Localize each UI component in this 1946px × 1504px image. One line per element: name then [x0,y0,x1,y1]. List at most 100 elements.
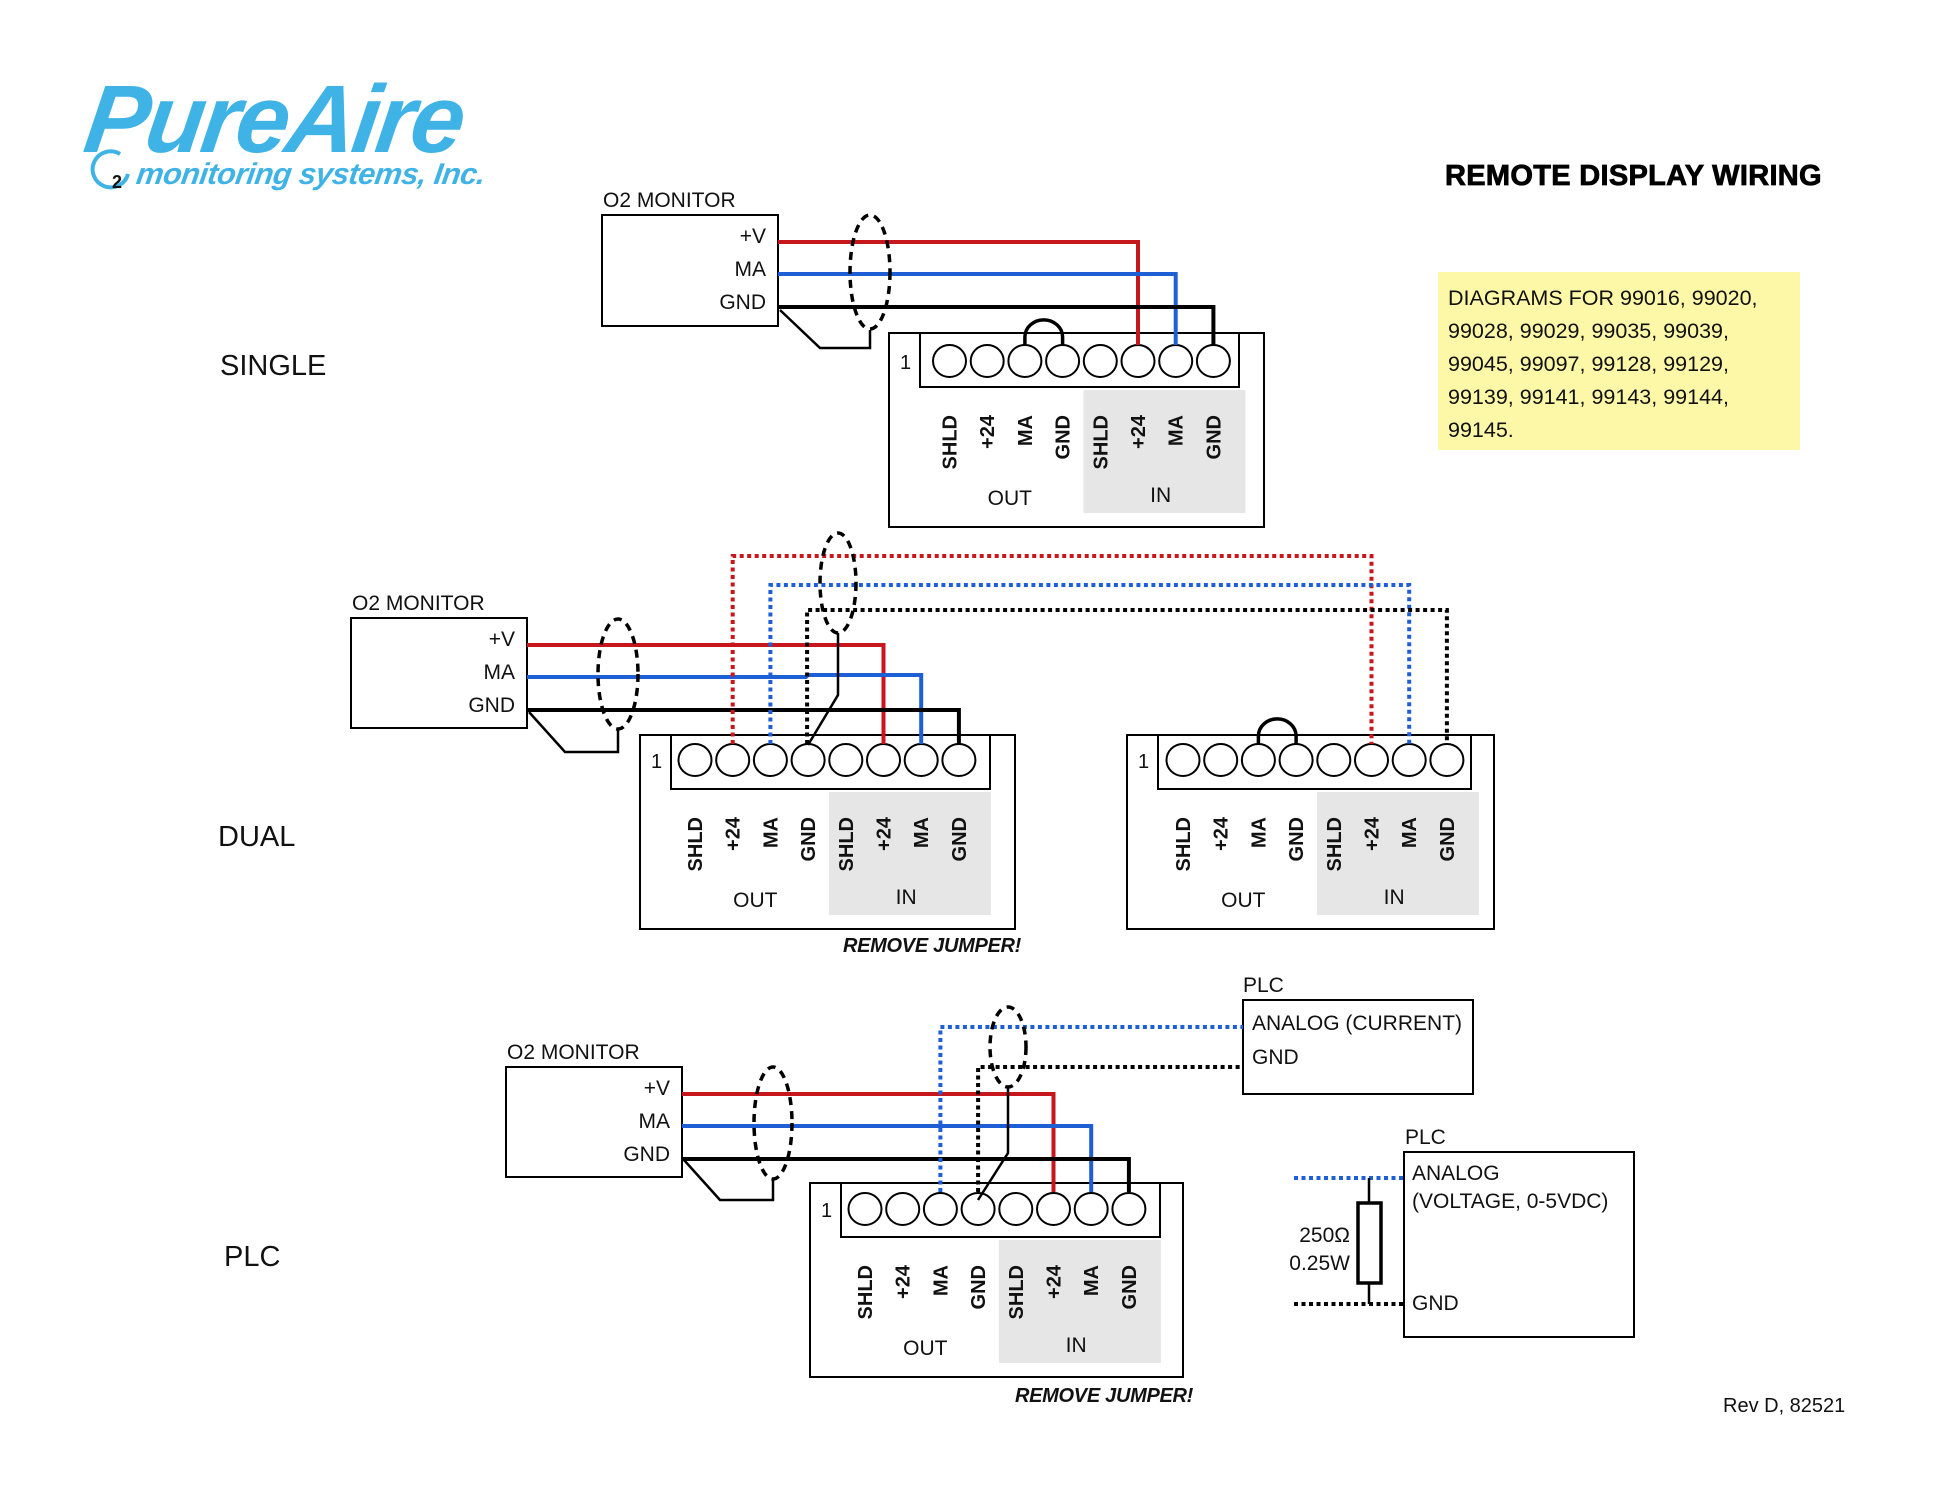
dual-terminal-screw-3 [752,743,788,777]
single-pin-label-3: MA [1015,415,1037,446]
dual-remote-terminal-screw-5 [1316,743,1352,777]
single-terminal-screw-2 [969,344,1005,378]
resistor-value-label: 250Ω [1299,1224,1350,1247]
dual-remote-pin-label-8: GND [1437,817,1459,861]
section-label-plc: PLC [224,1241,281,1273]
dual-remote-pin-label-4: GND [1286,817,1308,861]
dual-remote-terminal-screw-4 [1278,743,1314,777]
plc-terminal-screw-6 [1036,1192,1071,1226]
plc-voltage-gnd-label: GND [1412,1292,1459,1315]
dual-pin-label-4: GND [798,817,820,861]
dual-remote-terminal-screw-6 [1354,743,1389,777]
dual-pin-label-8: GND [949,817,971,861]
dual-remote-input-zone [1316,792,1479,915]
plc-pin-label-7: MA [1081,1265,1103,1296]
dual-pin-label-7: MA [911,817,933,848]
single-ground-wire [778,305,1216,345]
single-out-label: OUT [988,487,1033,510]
dual-chain-ground-wire [805,608,1449,744]
plc-pin-label-6: +24 [1044,1264,1066,1299]
dual-terminal-screw-6 [866,743,901,777]
plc-analog-shield-drain-wire [976,1087,1010,1201]
dual-terminal-screw-4 [790,743,826,777]
dual-remote-pin1-label: 1 [1138,751,1149,773]
dual-pin1-label: 1 [651,751,662,773]
single-input-zone [1083,390,1246,513]
resistor-symbol [1356,1201,1383,1285]
dual-remote-terminal-screw-2 [1203,743,1239,777]
dual-remote-jumper-wire [1256,717,1298,744]
plc-pin1-label: 1 [821,1200,832,1222]
single-jumper-wire [1023,318,1065,345]
plc-pin-label-1: SHLD [855,1265,877,1319]
resistor-power-label: 0.25W [1289,1252,1350,1275]
plc-terminal-screw-8 [1111,1192,1147,1226]
dual-terminal-screw-2 [715,743,751,777]
single-pin-label-5: SHLD [1090,415,1112,469]
plc-signal-wire [682,1124,1094,1192]
plc-shield-drain-wire [683,1159,775,1202]
single-pin-label-4: GND [1053,415,1075,459]
plc-in-label: IN [1066,1334,1087,1357]
single-in-label: IN [1150,484,1171,507]
dual-ground-wire [527,708,961,744]
plc-analog-cable-shield [988,1005,1028,1089]
single-signal-wire [778,272,1178,345]
plc-current-gnd-label: GND [1252,1046,1299,1069]
dual-remote-terminal-screw-3 [1240,743,1276,777]
plc-pin-label-5: SHLD [1006,1265,1028,1319]
plc-pin-label-2: +24 [893,1264,915,1299]
plc-cable-shield [752,1065,794,1181]
single-pin-label-6: +24 [1128,414,1150,449]
plc-voltage-range-label: (VOLTAGE, 0-5VDC) [1412,1190,1609,1213]
single-o2-monitor-box [601,214,779,327]
plc-terminal-screw-5 [998,1192,1034,1226]
dual-remote-out-label: OUT [1221,889,1266,912]
plc-monitor-terminal-v-label: +V [644,1077,670,1100]
dual-remote-pin-label-1: SHLD [1173,817,1195,871]
plc-current-analog-label: ANALOG (CURRENT) [1252,1012,1463,1035]
dual-monitor-terminal-gnd-label: GND [468,694,515,717]
plc-out-label: OUT [903,1337,948,1360]
dual-power-wire [527,643,886,744]
plc-pin-label-8: GND [1119,1265,1141,1309]
section-label-single: SINGLE [220,350,327,382]
plc-current-title: PLC [1243,974,1284,997]
brand-tagline: monitoring systems, Inc. [134,158,488,191]
dual-o2-monitor-label: O2 MONITOR [352,592,485,615]
dual-terminal-screw-7 [903,743,939,777]
dual-remote-terminal-screw-1 [1165,743,1201,777]
plc-terminal-screw-4 [960,1192,996,1226]
dual-remote-terminal-screw-8 [1429,743,1465,777]
single-power-wire [778,240,1140,345]
single-pin-label-7: MA [1166,415,1188,446]
dual-out-label: OUT [733,889,778,912]
dual-monitor-terminal-ma-label: MA [484,661,516,684]
single-cable-shield [848,213,892,331]
single-terminal-screw-6 [1120,344,1156,378]
dual-remote-in-label: IN [1384,886,1405,909]
plc-voltage-title: PLC [1405,1126,1446,1149]
plc-analog-signal-wire [938,1025,1243,1192]
single-monitor-terminal-gnd-label: GND [719,291,766,314]
dual-chain-power-wire [730,554,1374,744]
plc-monitor-terminal-ma-label: MA [639,1110,671,1133]
dual-pin-label-5: SHLD [836,817,858,871]
remove-jumper-warning-plc: REMOVE JUMPER! [1015,1385,1194,1407]
brand-logo: PureAire [78,66,470,173]
plc-ground-wire [682,1157,1131,1192]
dual-remote-pin-label-3: MA [1248,817,1270,848]
revision-label: Rev D, 82521 [1723,1395,1846,1417]
plc-terminal-screw-3 [922,1192,958,1226]
model-list-note: DIAGRAMS FOR 99016, 99020, 99028, 99029,… [1438,272,1800,450]
dual-pin-label-3: MA [760,817,782,848]
dual-terminal-screw-8 [941,743,977,777]
single-shield-drain-wire [779,309,872,350]
single-terminal-screw-8 [1195,344,1231,378]
single-terminal-screw-3 [1007,344,1043,378]
dual-remote-pin-label-7: MA [1399,817,1421,848]
single-terminal-screw-5 [1082,344,1118,378]
dual-remote-pin-label-2: +24 [1211,816,1233,851]
single-pin1-label: 1 [900,352,911,374]
